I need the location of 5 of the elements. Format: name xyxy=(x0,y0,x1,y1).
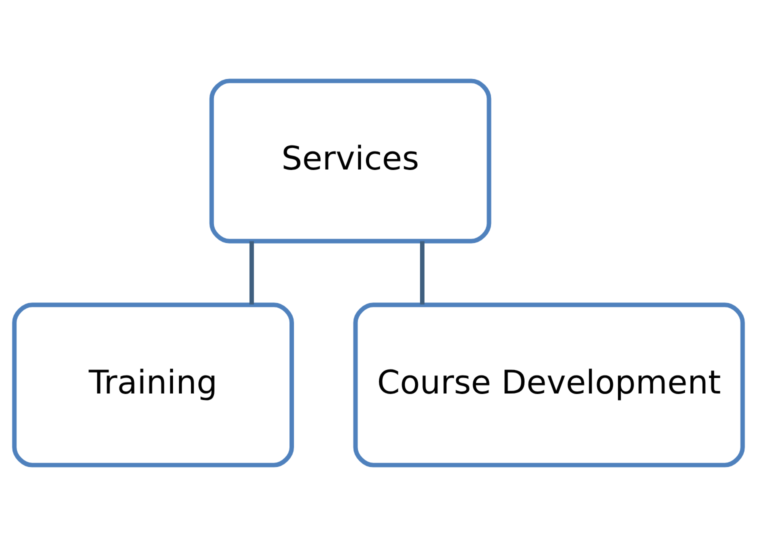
connector xyxy=(420,241,424,305)
connector xyxy=(249,241,254,305)
node-box: Training xyxy=(12,302,294,468)
node-box: Course Development xyxy=(353,302,745,468)
node-box: Services xyxy=(209,78,492,244)
